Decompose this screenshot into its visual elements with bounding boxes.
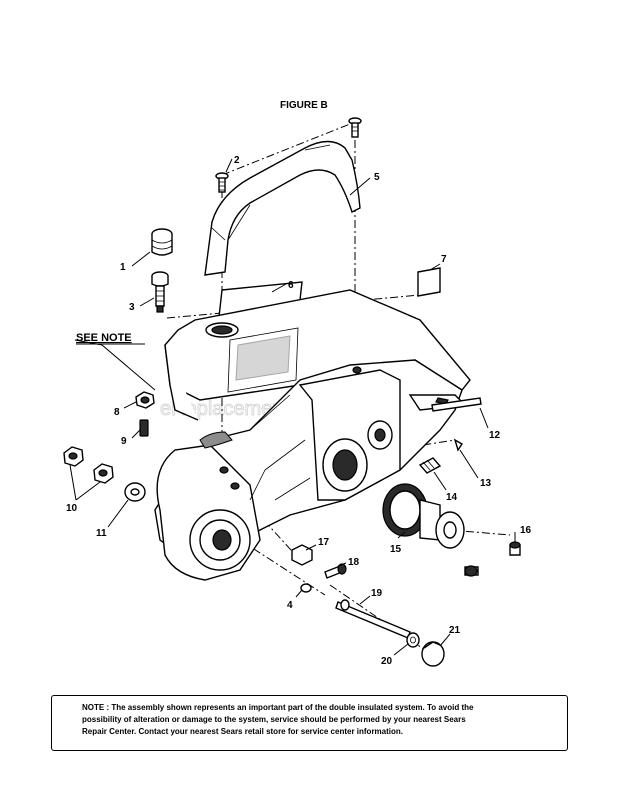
callout-11: 11 [96,528,107,539]
spring-part-14 [418,457,442,474]
callout-2: 2 [234,155,240,166]
ring-part-4 [300,583,312,593]
nuts-part-10 [63,446,114,484]
callout-1: 1 [120,262,126,273]
gear-part-15 [382,483,465,549]
knob-part-1 [151,228,173,256]
see-note-label: SEE NOTE [76,332,132,344]
callout-18: 18 [348,557,360,568]
clip-part-13 [453,438,463,452]
callout-19: 19 [371,588,383,599]
washer-part-20 [406,632,420,648]
callout-8: 8 [114,407,120,418]
callout-17: 17 [318,537,330,548]
callout-6: 6 [288,280,294,291]
callouts: 1 2 3 4 5 6 7 8 9 10 11 12 13 14 15 16 1… [66,155,532,667]
callout-21: 21 [449,625,461,636]
cap-part-21 [421,641,445,667]
callout-9: 9 [121,436,127,447]
screw-part-2 [215,172,229,193]
callout-16: 16 [520,525,532,536]
leader-lines [69,158,516,656]
note-line-2: possibility of alteration or damage to t… [82,715,466,724]
callout-13: 13 [480,478,492,489]
rod-part-12 [431,397,482,412]
screw-part-5-top [348,117,362,138]
washer-part-11 [124,482,146,502]
figure-title: FIGURE B [280,100,328,111]
callout-5: 5 [374,172,380,183]
shaft-part-19 [335,599,411,639]
spring-part-9 [139,419,149,437]
hex-nut-part-8 [135,391,155,409]
note-line-3: Repair Center. Contact your nearest Sear… [82,727,403,736]
note-line-1: NOTE : The assembly shown represents an … [82,703,474,712]
screw-part-18 [324,563,347,579]
main-housing [154,289,471,581]
handle-part [204,140,361,276]
bolt-part-3 [151,271,169,313]
callout-14: 14 [446,492,458,503]
callout-12: 12 [489,430,501,441]
callout-15: 15 [390,544,402,555]
callout-4: 4 [287,600,293,611]
note-box: NOTE : The assembly shown represents an … [51,695,568,751]
callout-7: 7 [441,254,447,265]
callout-20: 20 [381,656,393,667]
callout-10: 10 [66,503,78,514]
screws-part-16 [464,541,521,577]
callout-3: 3 [129,302,135,313]
tag-part-7 [417,267,441,297]
